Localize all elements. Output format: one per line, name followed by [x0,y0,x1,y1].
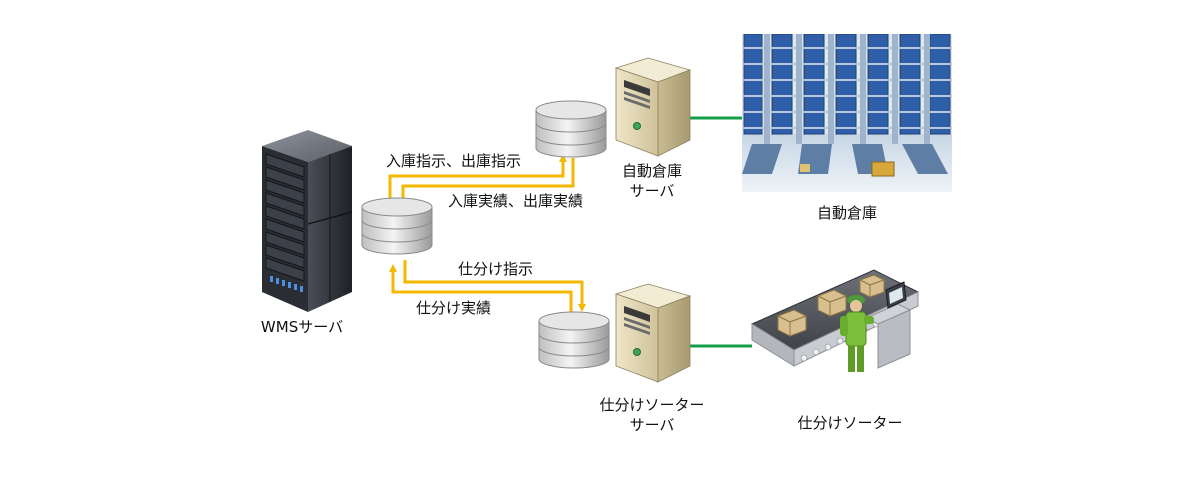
arrow-sort-instruction [403,260,586,312]
automated-warehouse-image [742,34,952,192]
sorter-server-label-line2: サーバ [629,416,675,434]
sorter-tower-server-icon [612,280,692,384]
inbound-outbound-result-label: 入庫実績、出庫実績 [448,192,584,210]
sorter-database-icon [537,311,611,371]
wms-rack-server-icon [256,124,354,314]
automated-warehouse-label: 自動倉庫 [816,204,877,222]
arrow-sort-result [389,264,573,315]
inbound-outbound-instruction-label: 入庫指示、出庫指示 [386,152,522,170]
wms-database-icon [360,197,434,257]
asrs-database-icon [534,100,608,160]
sorter-conveyor-image [748,262,928,390]
sort-instruction-label: 仕分け指示 [458,260,534,278]
asrs-server-label-line2: サーバ [629,182,675,200]
sorter-server-label-line1: 仕分けソーター [599,396,705,414]
asrs-server-label-line1: 自動倉庫 [621,162,682,180]
arrow-inbound-outbound-instruction [388,154,567,203]
sort-result-label: 仕分け実績 [416,299,492,317]
asrs-tower-server-icon [612,54,692,158]
wms-server-label: WMSサーバ [260,318,344,336]
arrow-inbound-outbound-result [399,158,575,210]
sorter-label: 仕分けソーター [797,414,903,432]
